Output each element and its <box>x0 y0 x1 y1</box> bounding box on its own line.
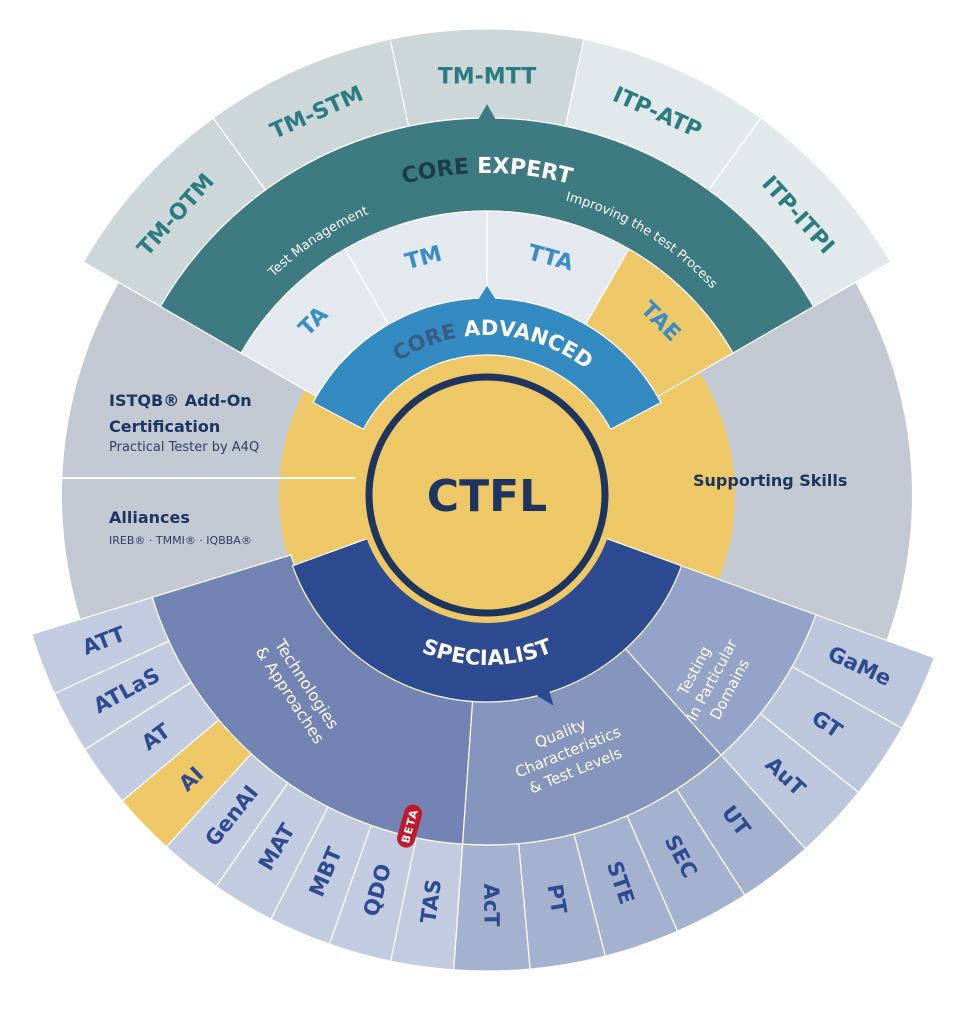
ctfl-ring <box>365 373 609 617</box>
beta-badge-bg <box>397 804 423 848</box>
pointer-icon <box>478 104 496 120</box>
specialist-module-label: AcT <box>479 883 503 927</box>
beta-badge: BETA <box>397 804 423 848</box>
ctfl-disc[interactable] <box>359 367 615 623</box>
core-advanced-band[interactable] <box>312 297 662 431</box>
ctfl-label: CTFL <box>427 471 547 522</box>
pointer-icon <box>478 286 496 300</box>
specialist-module-label: TAS <box>416 878 446 925</box>
expert-module-label: TM-MTT <box>438 65 536 90</box>
add-on-subtitle: Practical Tester by A4Q <box>109 440 259 455</box>
pointer-icon <box>537 685 554 706</box>
supporting-skills-label[interactable]: Supporting Skills <box>693 471 847 490</box>
add-on-title-line-1[interactable]: ISTQB® Add-On <box>109 391 252 410</box>
add-on-title-line-2[interactable]: Certification <box>109 417 220 436</box>
specialist-module-label: PT <box>542 882 571 916</box>
alliances-subtitle: IREB® · TMMI® · IQBBA® <box>109 534 252 547</box>
alliances-title[interactable]: Alliances <box>109 508 190 527</box>
